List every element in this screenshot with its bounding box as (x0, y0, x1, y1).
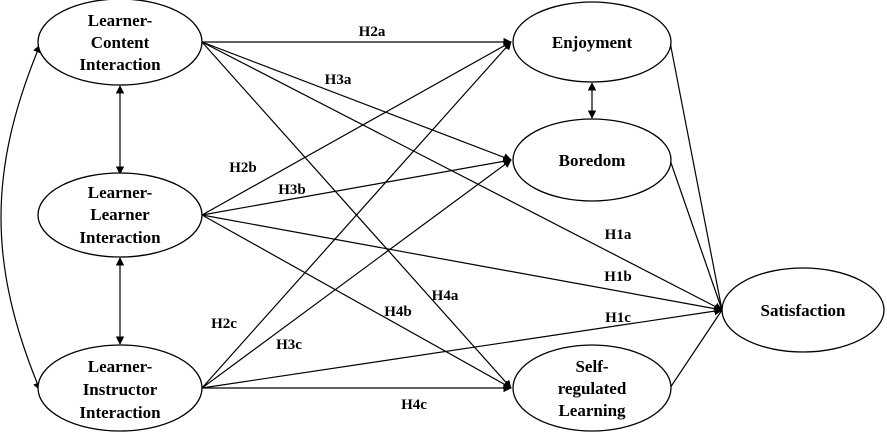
label-h1b: H1b (604, 269, 632, 285)
edge-h3c (201, 159, 512, 389)
node-satisfaction: Satisfaction (721, 267, 885, 353)
node-label-line: Enjoyment (552, 33, 633, 52)
node-label-line: Learner- (88, 11, 153, 30)
edge-labels: H2a H3a H2b H3b H1a H1b H4a H4b H1c H2c … (211, 24, 632, 413)
label-h2b: H2b (229, 160, 257, 176)
label-h4b: H4b (384, 304, 412, 320)
node-learner-instructor-interaction: Learner- Instructor Interaction (37, 344, 203, 432)
node-learner-learner-interaction: Learner- Learner Interaction (37, 172, 203, 258)
edge-lci-lii-correlation (0, 44, 41, 391)
edge-h1c (201, 306, 723, 389)
node-self-regulated-learning: Self- regulated Learning (512, 344, 672, 432)
node-label-line: Content (91, 33, 150, 52)
edge-boredom-satisfaction (669, 159, 723, 311)
node-label-line: Instructor (83, 380, 158, 399)
label-h3b: H3b (278, 182, 306, 198)
node-label-line: Interaction (79, 55, 161, 74)
node-enjoyment: Enjoyment (512, 1, 672, 83)
label-h1c: H1c (605, 310, 631, 326)
label-h3a: H3a (325, 72, 352, 88)
label-h2a: H2a (359, 24, 386, 40)
edge-h2b (201, 41, 512, 216)
node-learner-content-interaction: Learner- Content Interaction (37, 0, 203, 86)
node-label-line: Learning (558, 401, 626, 420)
node-boredom: Boredom (512, 118, 672, 202)
node-label-line: Learner (90, 205, 150, 224)
node-label-line: Self- (575, 357, 608, 376)
label-h3c: H3c (276, 337, 302, 353)
edge-h3b (201, 157, 512, 216)
node-label-line: Satisfaction (761, 301, 847, 320)
node-label-line: Learner- (88, 357, 153, 376)
edge-h1a (201, 41, 723, 311)
node-label-line: Boredom (559, 151, 626, 170)
node-label-line: Interaction (79, 403, 161, 422)
label-h4c: H4c (401, 397, 427, 413)
edge-h1b (201, 214, 723, 313)
edge-h2c (201, 41, 512, 389)
node-label-line: Learner- (88, 183, 153, 202)
edge-srl-satisfaction (669, 309, 723, 389)
edge-h3a (201, 41, 512, 162)
edge-enjoyment-satisfaction (669, 41, 723, 311)
label-h4a: H4a (432, 288, 459, 304)
label-h2c: H2c (211, 316, 237, 332)
edge-h4b (201, 214, 512, 389)
node-label-line: Interaction (79, 228, 161, 247)
edges (0, 37, 723, 393)
node-label-line: regulated (558, 379, 627, 398)
label-h1a: H1a (605, 227, 632, 243)
